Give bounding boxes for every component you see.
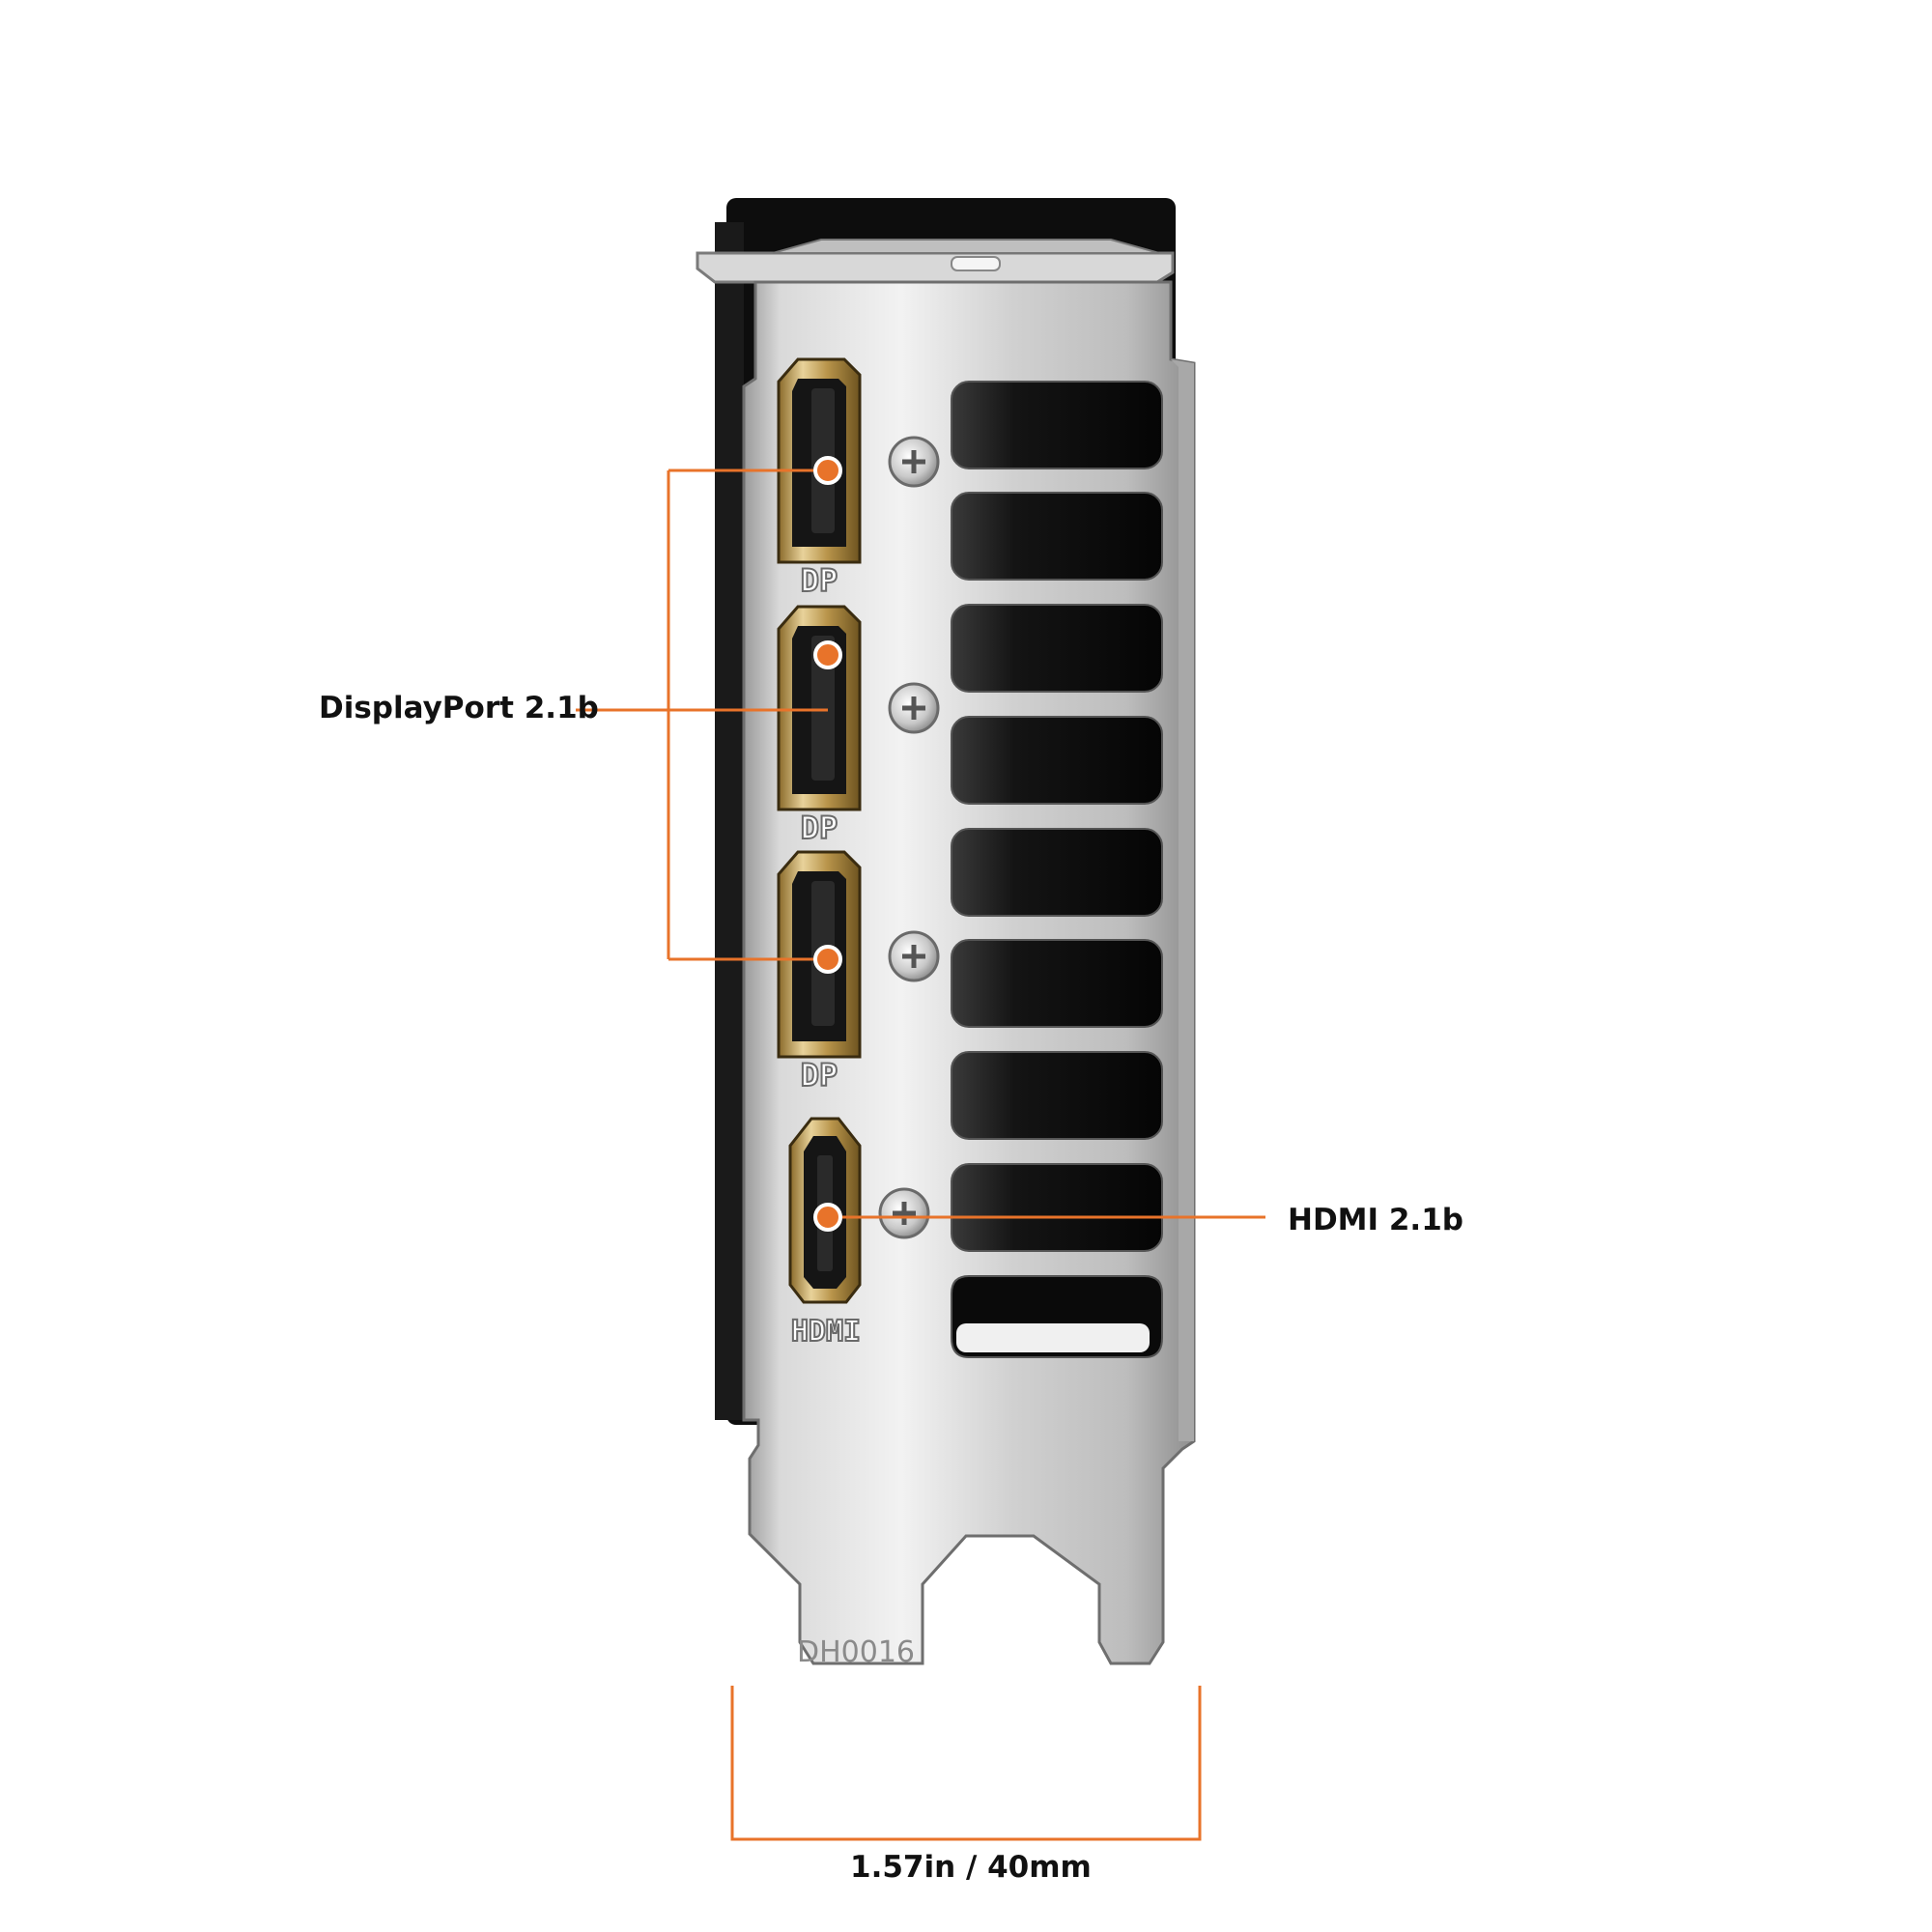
callout-lines [576,469,1265,1841]
screw-icon [888,930,940,982]
screw-icon [888,436,940,488]
callout-dots [813,456,842,1232]
hdmi-port-mark: HDMI [791,1315,861,1349]
width-dimension-label: 1.57in / 40mm [850,1850,1092,1885]
dp-port-mark: DP [801,1057,838,1094]
displayport-callout-line [576,469,828,961]
vent-slots [951,381,1163,1358]
screw-icons [878,436,940,1239]
screw-icon [888,682,940,734]
callout-dot [813,1203,842,1232]
callout-dot [813,945,842,974]
width-dimension-line [730,1686,1202,1841]
hdmi-label: HDMI 2.1b [1288,1203,1463,1237]
screw-icon [878,1187,930,1239]
callout-dot [813,640,842,669]
port-markings: DP DP DP HDMI [790,561,862,1350]
callout-dot [813,456,842,485]
dp-port-mark: DP [801,562,838,599]
bracket-code: DH0016 [797,1635,915,1669]
bracket-top-ledge [696,239,1175,284]
dp-port-mark: DP [801,810,838,846]
displayport-connector [777,605,862,811]
displayport-label: DisplayPort 2.1b [319,691,599,725]
